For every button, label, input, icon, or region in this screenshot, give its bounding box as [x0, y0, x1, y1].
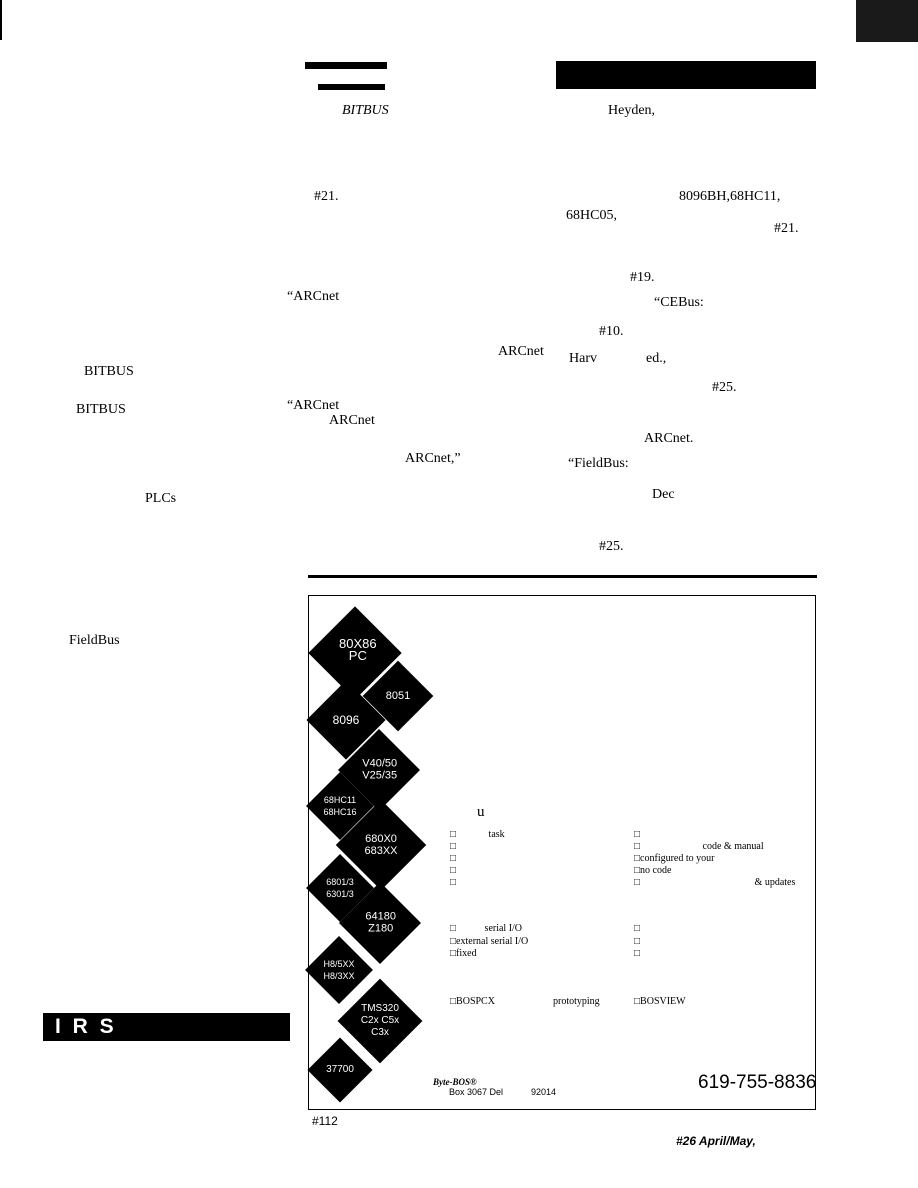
- zip-code: 92014: [531, 1087, 557, 1097]
- text-ref: #19.: [630, 270, 655, 285]
- text-fieldbus: FieldBus: [69, 633, 120, 648]
- chip-label: V40/50 V25/35: [362, 757, 398, 782]
- checkbox-item: □: [450, 841, 457, 852]
- text-dec: Dec: [652, 487, 675, 502]
- brand-name: Byte-BOS®: [433, 1077, 477, 1087]
- section-rule: [308, 575, 817, 578]
- checkbox-item: □no code: [634, 865, 672, 876]
- reader-service-number: #112: [312, 1114, 338, 1128]
- text-ref: #10.: [599, 324, 624, 339]
- chip-label: 37700: [326, 1064, 354, 1075]
- text-arcnet: ARCnet: [498, 344, 544, 359]
- text-arcnet: “ARCnet: [287, 398, 340, 413]
- checkbox-item: □ task: [450, 829, 505, 840]
- irs-label: I R S: [55, 1015, 117, 1038]
- checkbox-item: □: [634, 923, 641, 934]
- text-bitbus: BITBUS: [342, 103, 389, 118]
- text-arcnet: “ARCnet: [287, 289, 340, 304]
- ad-heading-fragment: u: [477, 804, 485, 820]
- page-edge-mark: [0, 0, 2, 40]
- text-chips: 8096BH,68HC11,: [679, 189, 781, 204]
- text-ref: #25.: [712, 380, 737, 395]
- corner-texture: [856, 0, 918, 42]
- checkbox-item: □: [450, 865, 457, 876]
- chip-label: 80X86 PC: [339, 636, 377, 664]
- advertisement: [308, 595, 816, 1110]
- checkbox-item: □configured to your: [634, 853, 715, 864]
- checkbox-item: □: [634, 936, 641, 947]
- chip-label: 8051: [385, 690, 411, 702]
- item-text: BOSPCX: [456, 996, 495, 1007]
- text-ref: #21.: [774, 221, 799, 236]
- checkbox-item: □: [450, 853, 457, 864]
- text-prototyping: prototyping: [553, 996, 600, 1007]
- address: Box 3067 Del: [449, 1087, 504, 1097]
- text-cebus: “CEBus:: [654, 295, 704, 310]
- checkbox-item: □: [634, 829, 641, 840]
- text-author: Heyden,: [608, 103, 656, 118]
- chip-label: 680X0 683XX: [364, 833, 398, 857]
- heading-bar-2: [318, 84, 385, 90]
- chip-label: 68HC11 68HC16: [323, 795, 357, 817]
- item-text: & updates: [754, 877, 796, 888]
- text-arcnet: ARCnet,”: [405, 451, 461, 466]
- text-bitbus: BITBUS: [76, 402, 126, 417]
- text-harv: Harv: [569, 351, 597, 366]
- checkbox-item: □ code & manual: [634, 841, 764, 852]
- checkbox-item: □: [450, 877, 457, 888]
- irs-banner: I R S: [43, 1013, 290, 1041]
- text-plcs: PLCs: [145, 491, 177, 506]
- text-bitbus: BITBUS: [84, 364, 134, 379]
- item-text: task: [488, 829, 505, 840]
- text-arcnet: ARCnet: [329, 413, 375, 428]
- item-text: configured to your: [640, 853, 715, 864]
- phone-number: 619-755-8836: [698, 1072, 817, 1093]
- issue-info: #26 April/May,: [676, 1134, 756, 1148]
- text-chip: 68HC05,: [566, 208, 617, 223]
- heading-bar-1: [305, 62, 387, 69]
- text-arcnet: ARCnet.: [644, 431, 694, 446]
- item-text: BOSVIEW: [640, 996, 686, 1007]
- checkbox-item: □: [634, 948, 641, 959]
- chip-label: 8096: [332, 713, 360, 727]
- item-text: code & manual: [702, 841, 764, 852]
- checkbox-item: □fixed: [450, 948, 477, 959]
- item-text: no code: [640, 865, 672, 876]
- checkbox-item: □ & updates: [634, 877, 796, 888]
- chip-label: 6801/3 6301/3: [326, 877, 354, 899]
- chip-label: 64180 Z180: [365, 910, 397, 935]
- checkbox-bospcx: □BOSPCX: [450, 996, 495, 1007]
- item-text: serial I/O: [484, 923, 523, 934]
- text-ref: #21.: [314, 189, 339, 204]
- text-fieldbus: “FieldBus:: [568, 456, 629, 471]
- heading-banner: [556, 61, 816, 89]
- item-text: external serial I/O: [456, 936, 529, 947]
- text-ed: ed.,: [646, 351, 667, 366]
- chip-label: TMS320 C2x C5x C3x: [360, 1003, 400, 1038]
- text-ref: #25.: [599, 539, 624, 554]
- checkbox-item: □external serial I/O: [450, 936, 529, 947]
- chip-label: H8/5XX H8/3XX: [323, 959, 355, 981]
- checkbox-item: □ serial I/O: [450, 923, 523, 934]
- item-text: fixed: [456, 948, 477, 959]
- checkbox-bosview: □BOSVIEW: [634, 996, 686, 1007]
